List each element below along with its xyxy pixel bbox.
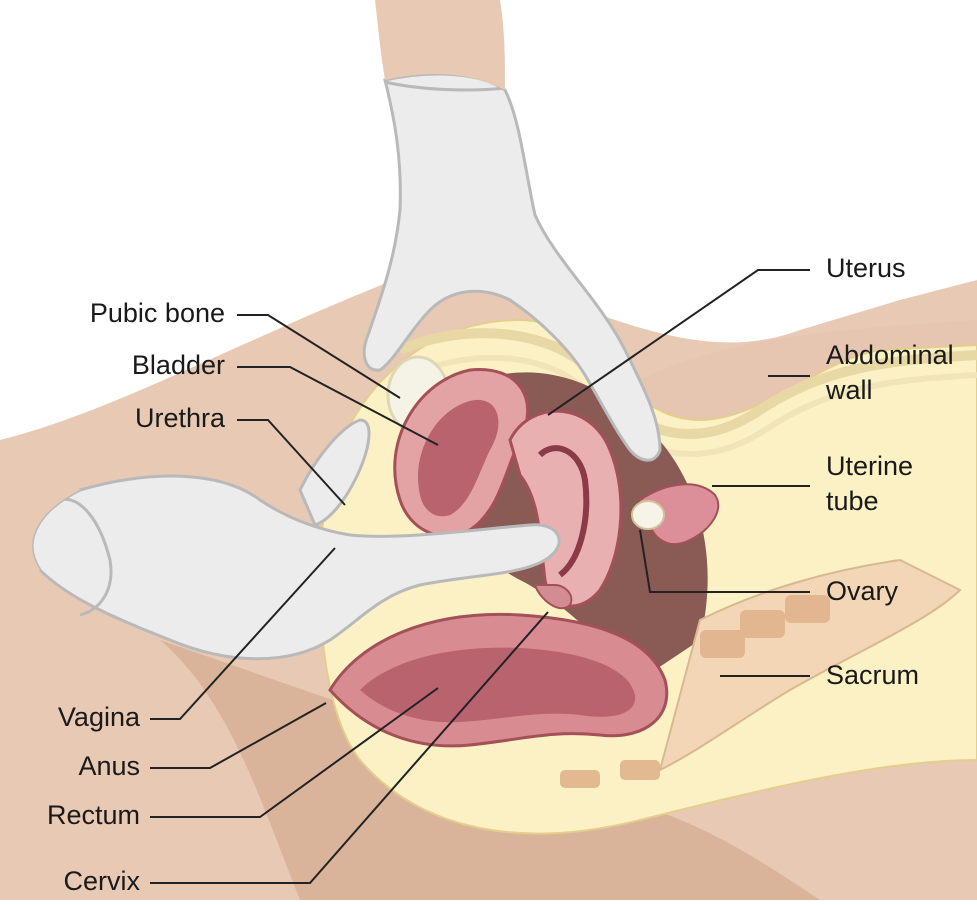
upper-glove-hand [362,72,662,462]
uterine-tube-shape [639,483,720,545]
label-pubic-bone: Pubic bone [89,298,225,328]
lower-glove-cuff [59,497,113,617]
ovary-shape [631,500,665,530]
label-ovary: Ovary [826,576,899,606]
label-vagina: Vagina [57,702,140,732]
label-cervix: Cervix [63,866,140,896]
upper-glove-cuff [384,80,506,92]
label-abdominal-wall-line2: wall [826,375,873,405]
leader-urethra [237,419,346,506]
abdominal-wall-layers [398,328,977,439]
uterine-cavity [537,445,590,578]
lower-glove-thumb [298,418,371,527]
cervix-shape [533,584,573,610]
label-uterine-tube-line1: Uterine [826,451,914,481]
upper-arm-skin [375,0,505,90]
leader-anus [150,702,327,769]
rectum-lumen [360,647,636,723]
leader-pubic-bone [237,314,401,399]
label-anus: Anus [78,751,140,781]
sacrum-vertebrae [560,595,830,788]
label-abdominal-wall-line1: Abdominal [826,340,954,370]
lower-glove-hand [30,474,561,661]
leader-ovary [639,529,810,593]
leader-rectum [150,687,439,818]
leader-uterus [547,269,810,416]
sacrum-shape [658,558,962,772]
leader-lines [150,269,810,884]
leader-cervix [150,611,549,884]
label-urethra: Urethra [134,403,225,433]
lower-arm-skin [0,450,80,595]
label-sacrum: Sacrum [826,660,920,690]
leader-bladder [237,366,439,446]
label-uterus: Uterus [826,253,906,283]
label-uterine-tube-line2: tube [826,486,879,516]
abdominal-wall-inner [408,354,977,457]
leader-vagina [150,547,336,720]
bladder-lumen [418,399,499,517]
label-rectum: Rectum [46,800,140,830]
label-bladder: Bladder [131,350,225,380]
